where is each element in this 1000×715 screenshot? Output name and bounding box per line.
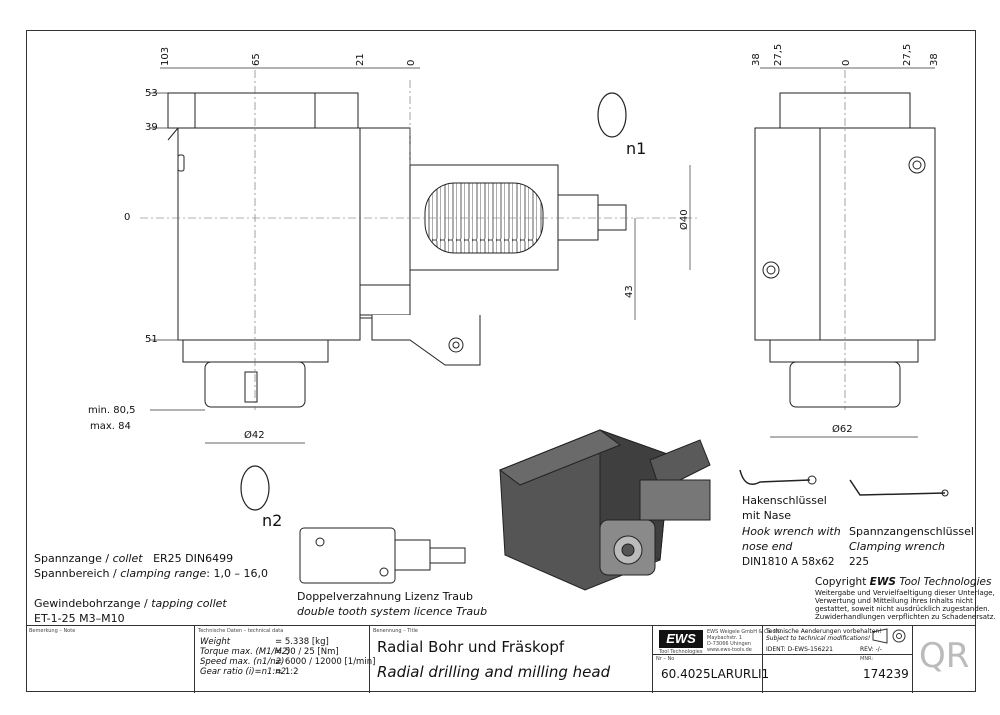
projection-symbol-icon — [872, 628, 906, 644]
dim-103: 103 — [160, 46, 171, 66]
dim-side-38a: 38 — [751, 53, 762, 66]
label-n1: n1 — [626, 139, 647, 158]
dim-53: 53 — [145, 88, 158, 99]
title-en: Radial drilling and milling head — [377, 663, 611, 681]
mnr-label: MNR: — [860, 656, 874, 662]
note-clamp-val: 225 — [849, 556, 870, 568]
note-hook-en1: Hook wrench with — [742, 525, 841, 538]
dim-side-38b: 38 — [929, 53, 940, 66]
note-label: Bemerkung – Note — [29, 628, 76, 634]
dim-max: max. 84 — [90, 421, 131, 432]
note-tap-val: ET-1-25 M3–M10 — [34, 612, 125, 625]
note-hook-de1: Hakenschlüssel — [742, 494, 827, 507]
dim-side-27b: 27,5 — [902, 43, 913, 66]
dim-0-top: 0 — [406, 59, 417, 66]
dim-39: 39 — [145, 122, 158, 133]
title-de: Radial Bohr und Fräskopf — [377, 638, 565, 656]
change-de: Technische Aenderungen vorbehalten! — [766, 628, 882, 635]
dim-dia40: Ø40 — [679, 209, 690, 230]
tech-cell: Technische Daten – technical data Weight… — [194, 626, 375, 693]
dim-21: 21 — [355, 53, 366, 66]
dim-min: min. 80,5 — [88, 405, 136, 416]
logo-sub: Tool Technologies — [659, 649, 703, 655]
note-range: Spannbereich / clamping range: 1,0 – 16,… — [34, 567, 268, 580]
dim-side-27a: 27,5 — [773, 43, 784, 66]
weight-label: Weight — [200, 637, 231, 647]
torque-val: = 50 / 25 [Nm] — [275, 647, 339, 657]
weight-val: = 5.338 [kg] — [275, 637, 329, 647]
ews-logo: EWS — [659, 630, 703, 648]
dim-dia62: Ø62 — [832, 424, 853, 435]
rev-cell: Technische Aenderungen vorbehalten! Subj… — [762, 626, 913, 693]
tech-label: Technische Daten – technical data — [198, 628, 284, 634]
dim-side-0: 0 — [841, 59, 852, 66]
ratio-label: Gear ratio (i)=n1:n2 — [200, 667, 287, 677]
title-label: Benennung – Title — [373, 628, 418, 634]
rev: REV: -/- — [860, 646, 882, 653]
dim-dia42: Ø42 — [244, 430, 265, 441]
label-n2: n2 — [262, 511, 283, 530]
copyright-title: Copyright EWS Tool Technologies — [815, 576, 992, 588]
drawing-sheet — [26, 30, 976, 692]
dim-0: 0 — [124, 212, 131, 223]
nr-label: Nr – No — [656, 656, 675, 662]
dim-51: 51 — [145, 334, 158, 345]
torque-label: Torque max. (M1/M2) — [200, 647, 291, 657]
title-block: Bemerkung – Note Technische Daten – tech… — [26, 625, 976, 693]
3d-render — [498, 429, 711, 591]
note-double-de: Doppelverzahnung Lizenz Traub — [297, 590, 473, 603]
qr-cell: QR — [912, 626, 977, 693]
ratio-val: = 1:2 — [275, 667, 299, 677]
dim-43: 43 — [624, 285, 635, 298]
note-clamp-en: Clamping wrench — [849, 540, 945, 553]
note-hook-en2: nose end — [742, 540, 793, 553]
change-en: Subject to technical modifications! — [766, 635, 871, 642]
company-address: EWS Weigele GmbH & Co. KG Maybachstr. 1 … — [707, 629, 781, 653]
qr-placeholder: QR — [919, 636, 970, 676]
note-hook-de2: mit Nase — [742, 509, 792, 522]
note-tap: Gewindebohrzange / tapping collet — [34, 597, 227, 610]
note-double-en: double tooth system licence Traub — [297, 605, 488, 618]
speed-val: = 6000 / 12000 [1/min] — [275, 657, 376, 667]
note-hook-val: DIN1810 A 58x62 — [742, 556, 835, 568]
logo-cell: EWS Tool Technologies EWS Weigele GmbH &… — [652, 626, 781, 693]
note-clamp-de: Spannzangenschlüssel — [849, 525, 974, 538]
note-collet: Spannzange / collet ER25 DIN6499 — [34, 552, 234, 565]
dim-65: 65 — [251, 53, 262, 66]
copyright-text: Weitergabe und Vervielfaeltigung dieser … — [815, 589, 996, 621]
front-body — [177, 127, 361, 341]
ident: IDENT: D-EWS-156221 — [766, 646, 833, 653]
title-cell: Benennung – Title Radial Bohr und Fräsko… — [369, 626, 610, 693]
mnr: 174239 — [863, 667, 909, 681]
speed-label: Speed max. (n1/n2) — [200, 657, 285, 667]
part-number: 60.4025LARURLI1 — [661, 667, 770, 681]
